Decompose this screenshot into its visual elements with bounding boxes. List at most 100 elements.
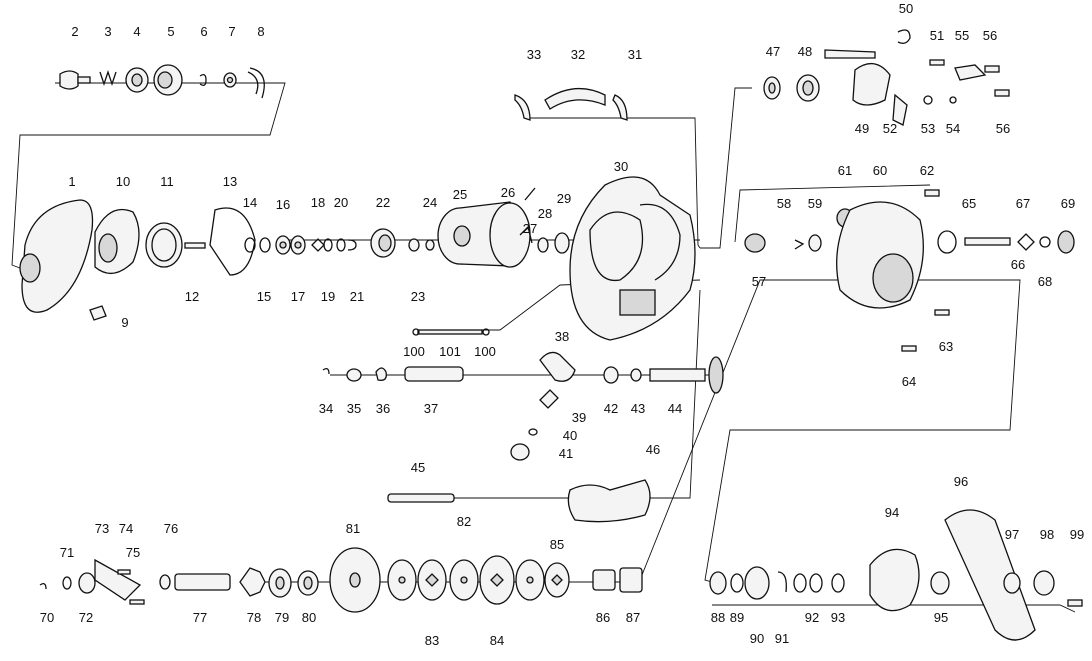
label-78: 78 [246,610,262,625]
label-62: 62 [919,163,935,178]
label-85: 85 [549,537,565,552]
label-37: 37 [423,401,439,416]
label-50: 50 [898,1,914,16]
label-80: 80 [301,610,317,625]
label-23: 23 [410,289,426,304]
label-32: 32 [570,47,586,62]
label-9: 9 [121,315,129,330]
label-53: 53 [920,121,936,136]
label-16: 16 [275,197,291,212]
label-67: 67 [1015,196,1031,211]
label-83: 83 [424,633,440,648]
label-97: 97 [1004,527,1020,542]
label-7: 7 [228,24,236,39]
label-2: 2 [71,24,79,39]
label-96: 96 [953,474,969,489]
label-81: 81 [345,521,361,536]
washer-series [244,228,435,258]
spool [437,187,570,268]
label-95: 95 [933,610,949,625]
label-93: 93 [830,610,846,625]
label-44: 44 [667,401,683,416]
label-76: 76 [163,521,179,536]
label-4: 4 [133,24,141,39]
label-29: 29 [556,191,572,206]
label-12: 12 [184,289,200,304]
label-14: 14 [242,195,258,210]
label-54: 54 [945,121,961,136]
main-gear-drag-group [329,547,643,613]
label-34: 34 [318,401,334,416]
label-39: 39 [571,410,587,425]
label-25: 25 [452,187,468,202]
label-89: 89 [729,610,745,625]
label-45: 45 [410,460,426,475]
label-11: 11 [160,174,174,189]
label-38: 38 [554,329,570,344]
label-87: 87 [625,610,641,625]
label-64: 64 [901,374,917,389]
label-20: 20 [333,195,349,210]
label-91: 91 [774,631,790,646]
label-15: 15 [256,289,272,304]
label-58: 58 [776,196,792,211]
label-82: 82 [456,514,472,529]
drive-shaft-group [39,558,319,605]
clutch-cover-set [514,87,628,121]
label-75: 75 [125,545,141,560]
label-88: 88 [710,610,726,625]
pawl-assembly [510,351,724,461]
label-8: 8 [257,24,265,39]
label-90: 90 [749,631,765,646]
label-51: 51 [929,28,945,43]
label-21: 21 [349,289,365,304]
label-40: 40 [562,428,578,443]
label-71: 71 [59,545,75,560]
label-60: 60 [872,163,888,178]
label-57: 57 [751,274,767,289]
label-6: 6 [200,24,208,39]
label-66: 66 [1010,257,1026,272]
label-18: 18 [310,195,326,210]
label-99: 99 [1069,527,1085,542]
label-101: 101 [439,344,461,359]
label-49: 49 [854,121,870,136]
label-3: 3 [104,24,112,39]
label-41: 41 [558,446,574,461]
label-69: 69 [1060,196,1076,211]
label-13: 13 [222,174,238,189]
label-70: 70 [39,610,55,625]
label-86: 86 [595,610,611,625]
label-36: 36 [375,401,391,416]
label-98: 98 [1039,527,1055,542]
label-27: 27 [522,221,538,236]
label-65: 65 [961,196,977,211]
label-84: 84 [489,633,505,648]
label-56a: 56 [982,28,998,43]
level-wind-shaft [322,328,490,382]
drag-cap-group [59,64,265,99]
label-55: 55 [954,28,970,43]
frame-components [94,207,256,276]
label-46: 46 [645,442,661,457]
label-61: 61 [837,163,853,178]
label-10: 10 [115,174,131,189]
label-100a: 100 [403,344,425,359]
side-cover [19,199,107,321]
label-77: 77 [192,610,208,625]
worm-shaft-and-guide [387,479,651,523]
label-42: 42 [603,401,619,416]
label-47: 47 [765,44,781,59]
label-28: 28 [537,206,553,221]
handle-group [709,509,1083,641]
label-68: 68 [1037,274,1053,289]
label-74: 74 [118,521,134,536]
label-79: 79 [274,610,290,625]
label-59: 59 [807,196,823,211]
label-5: 5 [167,24,175,39]
label-43: 43 [630,401,646,416]
label-1: 1 [68,174,76,189]
main-frame [569,176,696,341]
label-24: 24 [422,195,438,210]
label-17: 17 [290,289,306,304]
